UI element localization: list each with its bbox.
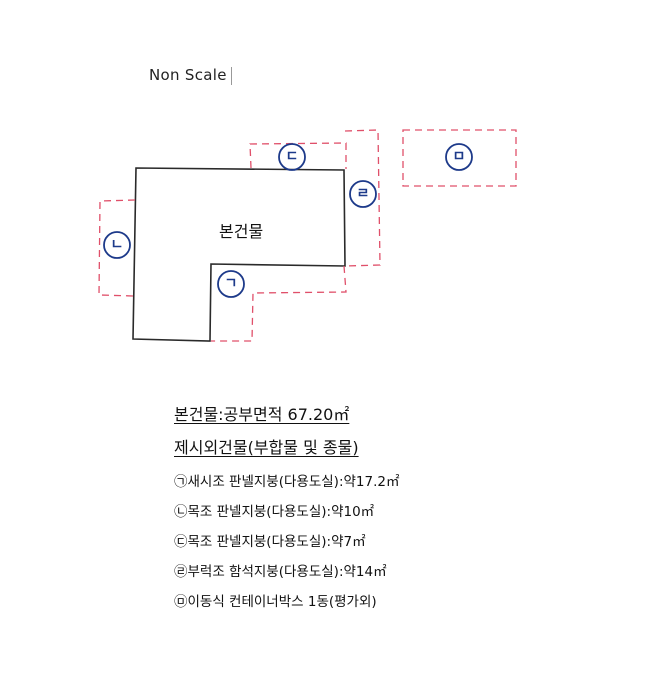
legend-item: ㉠새시조 판넬지붕(다용도실):약17.2㎡ <box>174 474 400 490</box>
marker-a-circle <box>217 270 245 298</box>
marker-b-label: ㄴ <box>110 237 124 253</box>
annex-a-outline <box>211 265 347 342</box>
main-building-outline <box>132 167 346 342</box>
marker-a-label: ㄱ <box>224 276 238 292</box>
annex-d-outline <box>344 129 381 267</box>
main-area-line: 본건물:공부면적 67.20㎡ <box>174 405 350 424</box>
annex-c-outline <box>249 142 347 169</box>
marker-c-label: ㄷ <box>285 149 299 165</box>
marker-d-label: ㄹ <box>356 186 370 202</box>
marker-b-circle <box>103 231 131 259</box>
legend: 본건물:공부면적 67.20㎡ 제시외건물(부합물 및 종물) ㉠새시조 판넬지… <box>174 401 614 620</box>
annex-b-outline <box>98 199 136 297</box>
marker-e-circle <box>445 143 473 171</box>
marker-e-label: ㅁ <box>452 149 466 165</box>
main-building-label: 본건물 <box>219 222 264 241</box>
legend-item: ㉡목조 판넬지붕(다용도실):약10㎡ <box>174 504 375 520</box>
scale-note: Non Scale <box>149 66 232 85</box>
legend-item: ㉢목조 판넬지붕(다용도실):약7㎡ <box>174 534 366 550</box>
legend-item: ㉤이동식 컨테이너박스 1동(평가외) <box>174 594 377 610</box>
extra-buildings-header: 제시외건물(부합물 및 종물) <box>174 438 359 457</box>
legend-item: ㉣부럭조 함석지붕(다용도실):약14㎡ <box>174 564 387 580</box>
marker-c-circle <box>278 143 306 171</box>
marker-d-circle <box>349 180 377 208</box>
